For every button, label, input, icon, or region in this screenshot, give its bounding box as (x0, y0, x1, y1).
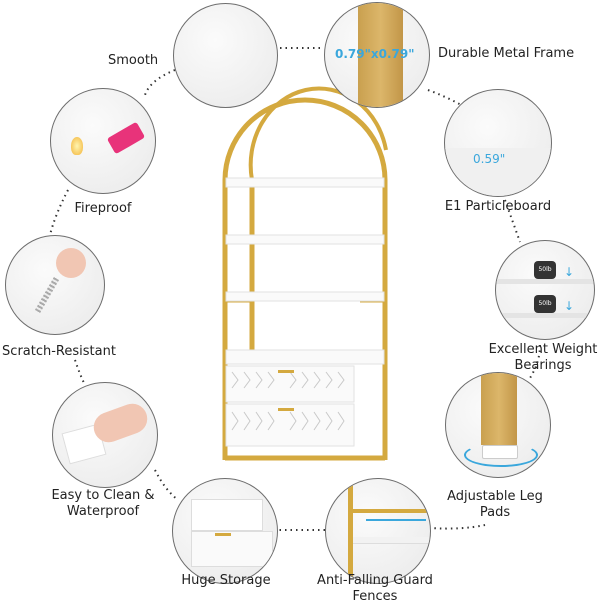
fence-circle (325, 478, 431, 584)
storage-label: Huge Storage (181, 573, 271, 588)
weight-tag-2: 50lb (534, 295, 556, 313)
metal-dim-label: 0.79"x0.79" (335, 47, 415, 61)
smooth-label: Smooth (108, 53, 159, 68)
arrow-down-icon: ↓ (564, 265, 575, 279)
leg-label-2: Pads (479, 505, 511, 520)
fireproof-label: Fireproof (74, 201, 132, 216)
leg-pad-circle (445, 372, 551, 478)
metal-frame-label: Durable Metal Frame (438, 46, 575, 61)
board-dim-label: 0.59" (473, 152, 506, 166)
weight-tag: 50lb (534, 261, 556, 279)
particleboard-label: E1 Particleboard (444, 199, 552, 214)
smooth-circle (173, 3, 278, 108)
fireproof-circle (50, 88, 156, 194)
weight-label-2: Bearings (514, 358, 572, 373)
fence-label-2: Fences (352, 589, 398, 604)
metal-frame-circle: 0.79"x0.79" (324, 2, 430, 108)
clean-label-2: Waterproof (66, 504, 140, 519)
scratch-circle (5, 235, 105, 335)
weight-label-1: Excellent Weight (488, 342, 598, 357)
scratch-label: Scratch-Resistant (2, 344, 116, 359)
clean-circle (52, 382, 158, 488)
clean-label-1: Easy to Clean & (51, 488, 155, 503)
leg-label-1: Adjustable Leg (447, 489, 543, 504)
fence-label-1: Anti-Falling Guard (317, 573, 433, 588)
weight-circle: 50lb 50lb ↓ ↓ (495, 240, 595, 340)
particleboard-circle: 0.59" (444, 89, 552, 197)
storage-circle (172, 478, 278, 584)
arrow-down-icon: ↓ (564, 299, 575, 313)
